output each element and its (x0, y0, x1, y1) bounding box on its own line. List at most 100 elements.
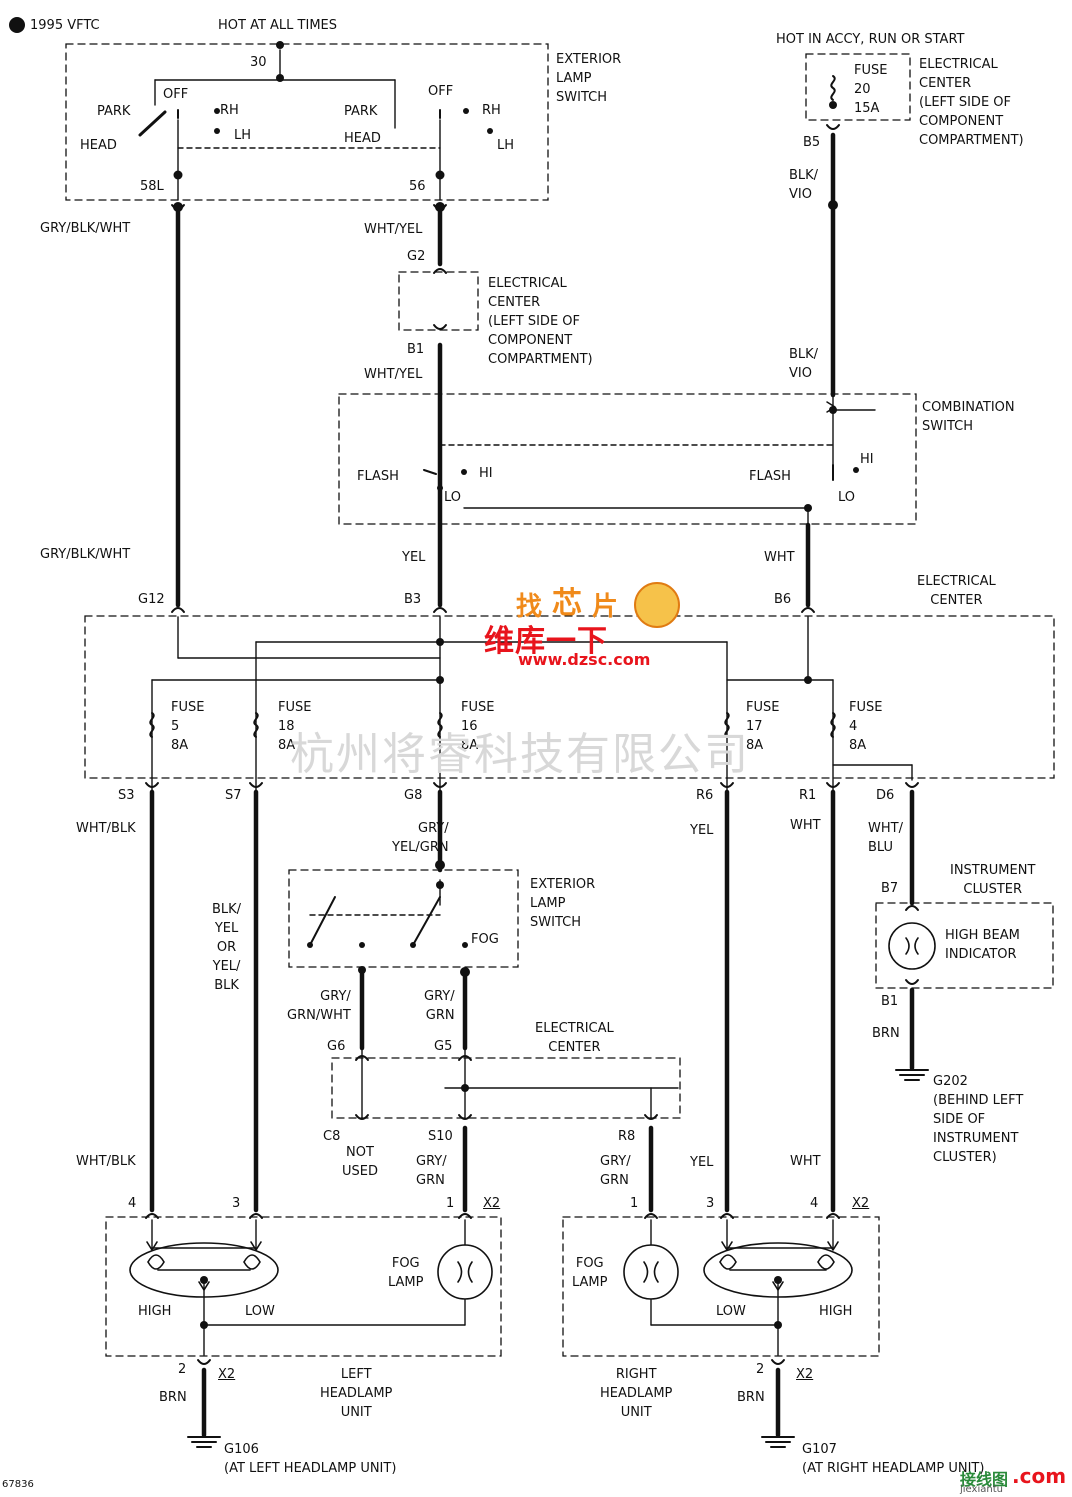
electrical-center-title: ELECTRICAL CENTER (917, 574, 996, 608)
right-pin-4: 4 (810, 1196, 819, 1211)
terminal-56: 56 (409, 179, 426, 194)
fuse-17-label: FUSE 17 8A (746, 700, 780, 753)
electrical-center-box (84, 615, 1055, 779)
wire-wht-blk-top: WHT/BLK (76, 821, 136, 836)
connector-d6: D6 (876, 788, 895, 803)
left-headlamp-title: LEFT HEADLAMP UNIT (320, 1367, 393, 1420)
connector-b1-top: B1 (407, 342, 425, 357)
wire-wht-lower: WHT (790, 1154, 821, 1169)
terminal-30: 30 (250, 55, 267, 70)
connector-g5: G5 (434, 1039, 453, 1054)
right-high-label: HIGH (819, 1304, 853, 1319)
ground-g202-label: G202 (BEHIND LEFT SIDE OF INSTRUMENT CLU… (933, 1074, 1024, 1165)
wire-gry-grn-wht: GRY/ GRN/WHT (287, 989, 351, 1023)
flash-label-right: FLASH (749, 469, 791, 484)
high-beam-indicator-bulb (888, 922, 936, 970)
connector-c8: C8 (323, 1129, 341, 1144)
right-fog-bulb (623, 1244, 679, 1300)
park-label-right: PARK (344, 104, 378, 119)
wire-wht-mid: WHT (790, 818, 821, 833)
wire-gry-grn-top: GRY/ GRN (424, 989, 455, 1023)
right-x2-bottom: X2 (796, 1367, 814, 1382)
fuse20-center-label: ELECTRICAL CENTER (LEFT SIDE OF COMPONEN… (919, 57, 1024, 148)
connector-s10: S10 (428, 1129, 453, 1144)
fuse20-box (805, 53, 911, 121)
hot-in-accy-label: HOT IN ACCY, RUN OR START (776, 32, 965, 47)
connector-b3: B3 (404, 592, 422, 607)
right-fog-lamp-label: FOG LAMP (572, 1256, 608, 1290)
off-label-left: OFF (163, 87, 189, 102)
head-label-right: HEAD (344, 131, 381, 146)
wire-yel-lower: YEL (690, 1155, 714, 1170)
connector-b5: B5 (803, 135, 821, 150)
watermark-zhao: 找 (516, 592, 543, 622)
copyright-mark (9, 17, 25, 33)
connector-s3: S3 (118, 788, 135, 803)
watermark-brand: 维库一下 (484, 624, 608, 659)
copyright-text: 1995 VFTC (30, 18, 100, 33)
wire-wht-blk-lower: WHT/BLK (76, 1154, 136, 1169)
heavy-wires (149, 132, 915, 1438)
wire-brn-left: BRN (159, 1390, 187, 1405)
ec-fog-box (331, 1057, 681, 1119)
lamp-symbols (129, 922, 936, 1300)
left-high-label: HIGH (138, 1304, 172, 1319)
ground-symbols (187, 1069, 929, 1448)
watermark-corner-url: jiexiantu (960, 1484, 1003, 1495)
instrument-cluster-title: INSTRUMENT CLUSTER (950, 863, 1036, 897)
not-used-label: NOT USED (342, 1145, 378, 1179)
connector-b7: B7 (881, 881, 899, 896)
mascot-icon (634, 582, 680, 628)
wire-yel-top: YEL (402, 550, 426, 565)
watermark-xin: 芯 (552, 586, 582, 621)
wire-gry-blk-wht-lower: GRY/BLK/WHT (40, 547, 131, 562)
wire-wht-yel-lower: WHT/YEL (364, 367, 423, 382)
fuse-16-label: FUSE 16 8A (461, 700, 495, 753)
right-x2-top: X2 (852, 1196, 870, 1211)
wire-blk-vio-top: BLK/ VIO (789, 168, 819, 202)
instrument-cluster-box (875, 902, 1054, 989)
left-headlamp-bulb (129, 1242, 279, 1298)
left-x2-bottom: X2 (218, 1367, 236, 1382)
combination-switch-box (338, 393, 917, 525)
ec-fog-title: ELECTRICAL CENTER (535, 1021, 614, 1055)
watermark-corner-com: .com (1012, 1464, 1067, 1488)
right-low-label: LOW (716, 1304, 746, 1319)
exterior-lamp-switch-title: EXTERIOR LAMP SWITCH (556, 52, 622, 105)
right-pin-2: 2 (756, 1362, 765, 1377)
left-headlamp-box (105, 1216, 502, 1357)
left-pin-2: 2 (178, 1362, 187, 1377)
component-outlines (65, 43, 1055, 1357)
wire-wht-top: WHT (764, 550, 795, 565)
connector-g8: G8 (404, 788, 423, 803)
combination-switch-title: COMBINATION SWITCH (922, 400, 1015, 434)
connector-r6: R6 (696, 788, 714, 803)
hi-label-right: HI (860, 452, 874, 467)
connector-r1: R1 (799, 788, 817, 803)
left-pin-3: 3 (232, 1196, 241, 1211)
right-pin-1: 1 (630, 1196, 639, 1211)
lo-label-right: LO (838, 490, 856, 505)
fuse-18-label: FUSE 18 8A (278, 700, 312, 753)
lh-label-right: LH (497, 138, 515, 153)
fuse-5-label: FUSE 5 8A (171, 700, 205, 753)
ec-small-label: ELECTRICAL CENTER (LEFT SIDE OF COMPONEN… (488, 276, 593, 367)
lh-label-left: LH (234, 128, 252, 143)
wire-brn-right: BRN (737, 1390, 765, 1405)
drawing-number: 67836 (2, 1479, 34, 1490)
fog-switch-title: EXTERIOR LAMP SWITCH (530, 877, 596, 930)
head-label-left: HEAD (80, 138, 117, 153)
left-pin-1: 1 (446, 1196, 455, 1211)
connector-g12: G12 (138, 592, 165, 607)
hi-label-left: HI (479, 466, 493, 481)
watermark-pian: 片 (592, 592, 619, 622)
wire-wht-yel-top: WHT/YEL (364, 222, 423, 237)
watermark-url: www.dzsc.com (518, 650, 651, 669)
lo-label-left: LO (444, 490, 462, 505)
left-fog-lamp-label: FOG LAMP (388, 1256, 424, 1290)
junction-dots (173, 41, 859, 1329)
switch-contacts (138, 109, 836, 946)
wire-blk-vio-lower: BLK/ VIO (789, 347, 819, 381)
rh-label-right: RH (482, 103, 501, 118)
